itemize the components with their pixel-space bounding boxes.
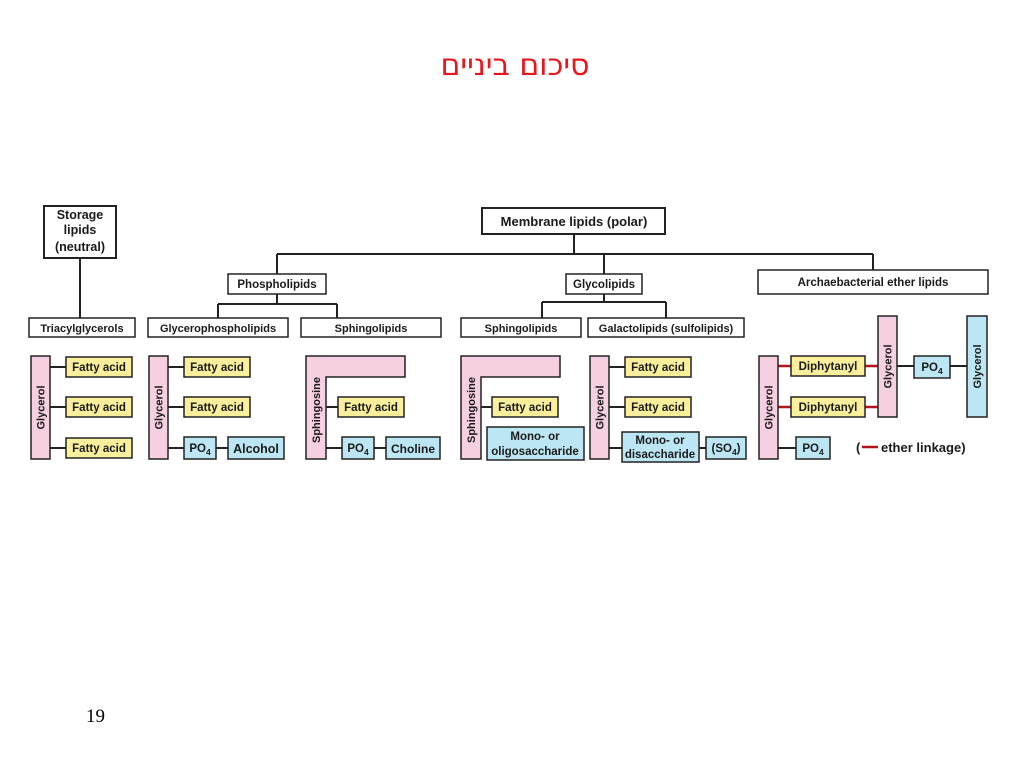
svg-text:Sphingolipids: Sphingolipids (335, 323, 408, 335)
svg-text:Glycerol: Glycerol (36, 385, 48, 429)
archaebacterial-ether-lipid-structure: Glycerol Diphytanyl Diphytanyl PO4 Glyce… (758, 315, 988, 460)
svg-text:Storage: Storage (57, 208, 104, 222)
fatty-acid-chain (491, 396, 559, 418)
svg-text:PO4: PO4 (921, 362, 943, 376)
svg-text:(: ( (856, 440, 861, 455)
diphytanyl-chain (790, 355, 866, 377)
svg-text:Phospholipids: Phospholipids (237, 279, 316, 291)
svg-text:Fatty acid: Fatty acid (72, 362, 126, 374)
ether-linkage-bonds (778, 364, 878, 409)
svg-text:Choline: Choline (391, 442, 435, 456)
svg-text:PO4: PO4 (802, 443, 824, 457)
page-number: 19 (86, 706, 105, 727)
svg-text:disaccharide: disaccharide (625, 449, 695, 461)
svg-text:Mono- or: Mono- or (635, 435, 685, 447)
storage-lipids-box: Storage lipids (neutral) (43, 205, 117, 259)
membrane-lipids-box: Membrane lipids (polar) (481, 207, 666, 235)
fatty-acid-chain (183, 356, 251, 378)
sphingosine-backbone (460, 355, 561, 460)
svg-text:(neutral): (neutral) (55, 240, 105, 254)
svg-text:Fatty acid: Fatty acid (631, 402, 685, 414)
choline-group (385, 436, 441, 460)
svg-text:Glycerophospholipids: Glycerophospholipids (160, 323, 276, 335)
svg-text:Sphingosine: Sphingosine (311, 377, 323, 443)
fatty-acid-chain (183, 396, 251, 418)
glycerophospholipid-structure: Glycerol Fatty acid Fatty acid PO4 Alcoh… (148, 355, 285, 460)
svg-text:Membrane lipids (polar): Membrane lipids (polar) (501, 214, 648, 229)
phosphate-group (795, 436, 831, 460)
svg-text:Archaebacterial ether lipids: Archaebacterial ether lipids (798, 277, 949, 289)
sphingosine-backbone (305, 355, 406, 460)
svg-text:Galactolipids (sulfolipids): Galactolipids (sulfolipids) (599, 323, 734, 335)
saccharide-group (486, 426, 585, 461)
svg-text:PO4: PO4 (347, 443, 369, 457)
svg-text:PO4: PO4 (189, 443, 211, 457)
glycerol-backbone (30, 355, 51, 460)
svg-text:Fatty acid: Fatty acid (344, 402, 398, 414)
svg-text:Sphingosine: Sphingosine (466, 377, 478, 443)
svg-text:Fatty acid: Fatty acid (72, 443, 126, 455)
svg-text:lipids: lipids (64, 223, 97, 237)
svg-text:Sphingolipids: Sphingolipids (485, 323, 558, 335)
glycerol-backbone-head (966, 315, 988, 418)
fatty-acid-chain (65, 396, 133, 418)
archaebacterial-ether-lipids-box: Archaebacterial ether lipids (757, 269, 989, 295)
svg-text:Glycolipids: Glycolipids (573, 279, 635, 291)
galactolipid-structure: Glycerol Fatty acid Fatty acid Mono- or … (589, 355, 747, 463)
triacylglycerol-structure: Glycerol Fatty acid Fatty acid Fatty aci… (30, 355, 133, 460)
glycerol-backbone (148, 355, 169, 460)
phosphate-group (913, 355, 951, 379)
svg-text:Alcohol: Alcohol (233, 442, 279, 456)
galactolipids-box: Galactolipids (sulfolipids) (587, 317, 745, 338)
svg-text:Glycerol: Glycerol (883, 344, 895, 388)
svg-text:Glycerol: Glycerol (972, 344, 984, 388)
svg-text:Fatty acid: Fatty acid (190, 362, 244, 374)
svg-text:Fatty acid: Fatty acid (190, 402, 244, 414)
triacylglycerols-box: Triacylglycerols (28, 317, 136, 338)
svg-text:Mono- or: Mono- or (510, 431, 560, 443)
fatty-acid-chain (624, 396, 692, 418)
svg-text:ether linkage): ether linkage) (881, 440, 966, 455)
sphingolipids-box-phospho: Sphingolipids (300, 317, 442, 338)
svg-text:Diphytanyl: Diphytanyl (799, 361, 858, 373)
fatty-acid-chain (337, 396, 405, 418)
slide-title: סיכום ביניים (440, 48, 590, 83)
svg-text:Glycerol: Glycerol (764, 385, 776, 429)
svg-text:Fatty acid: Fatty acid (631, 362, 685, 374)
sphingolipids-box-glyco: Sphingolipids (460, 317, 582, 338)
svg-text:Diphytanyl: Diphytanyl (799, 402, 858, 414)
tree-connectors (79, 234, 874, 318)
svg-text:(SO4): (SO4) (711, 443, 740, 457)
saccharide-group (621, 431, 700, 463)
phosphate-group (341, 436, 375, 460)
alcohol-group (227, 436, 285, 460)
svg-text:Triacylglycerols: Triacylglycerols (40, 323, 123, 335)
glycerol-backbone (877, 315, 898, 418)
svg-text:Fatty acid: Fatty acid (72, 402, 126, 414)
fatty-acid-chain (65, 356, 133, 378)
diphytanyl-chain (790, 396, 866, 418)
sulfate-group (705, 436, 747, 460)
fatty-acid-chain (624, 356, 692, 378)
phosphosphingolipid-structure: Sphingosine Fatty acid PO4 Choline (305, 355, 441, 460)
phospholipids-box: Phospholipids (227, 273, 327, 295)
svg-text:oligosaccharide: oligosaccharide (491, 446, 579, 458)
ether-linkage-legend: ( ether linkage) (856, 440, 966, 455)
phosphate-group (183, 436, 217, 460)
glycerol-backbone (589, 355, 610, 460)
glycolipids-box: Glycolipids (565, 273, 643, 295)
fatty-acid-chain (65, 437, 133, 459)
glycerophospholipids-box: Glycerophospholipids (147, 317, 289, 338)
glycerol-backbone (758, 355, 779, 460)
svg-text:Fatty acid: Fatty acid (498, 402, 552, 414)
glycosphingolipid-structure: Sphingosine Fatty acid Mono- or oligosac… (460, 355, 585, 461)
svg-text:Glycerol: Glycerol (595, 385, 607, 429)
svg-text:Glycerol: Glycerol (154, 385, 166, 429)
